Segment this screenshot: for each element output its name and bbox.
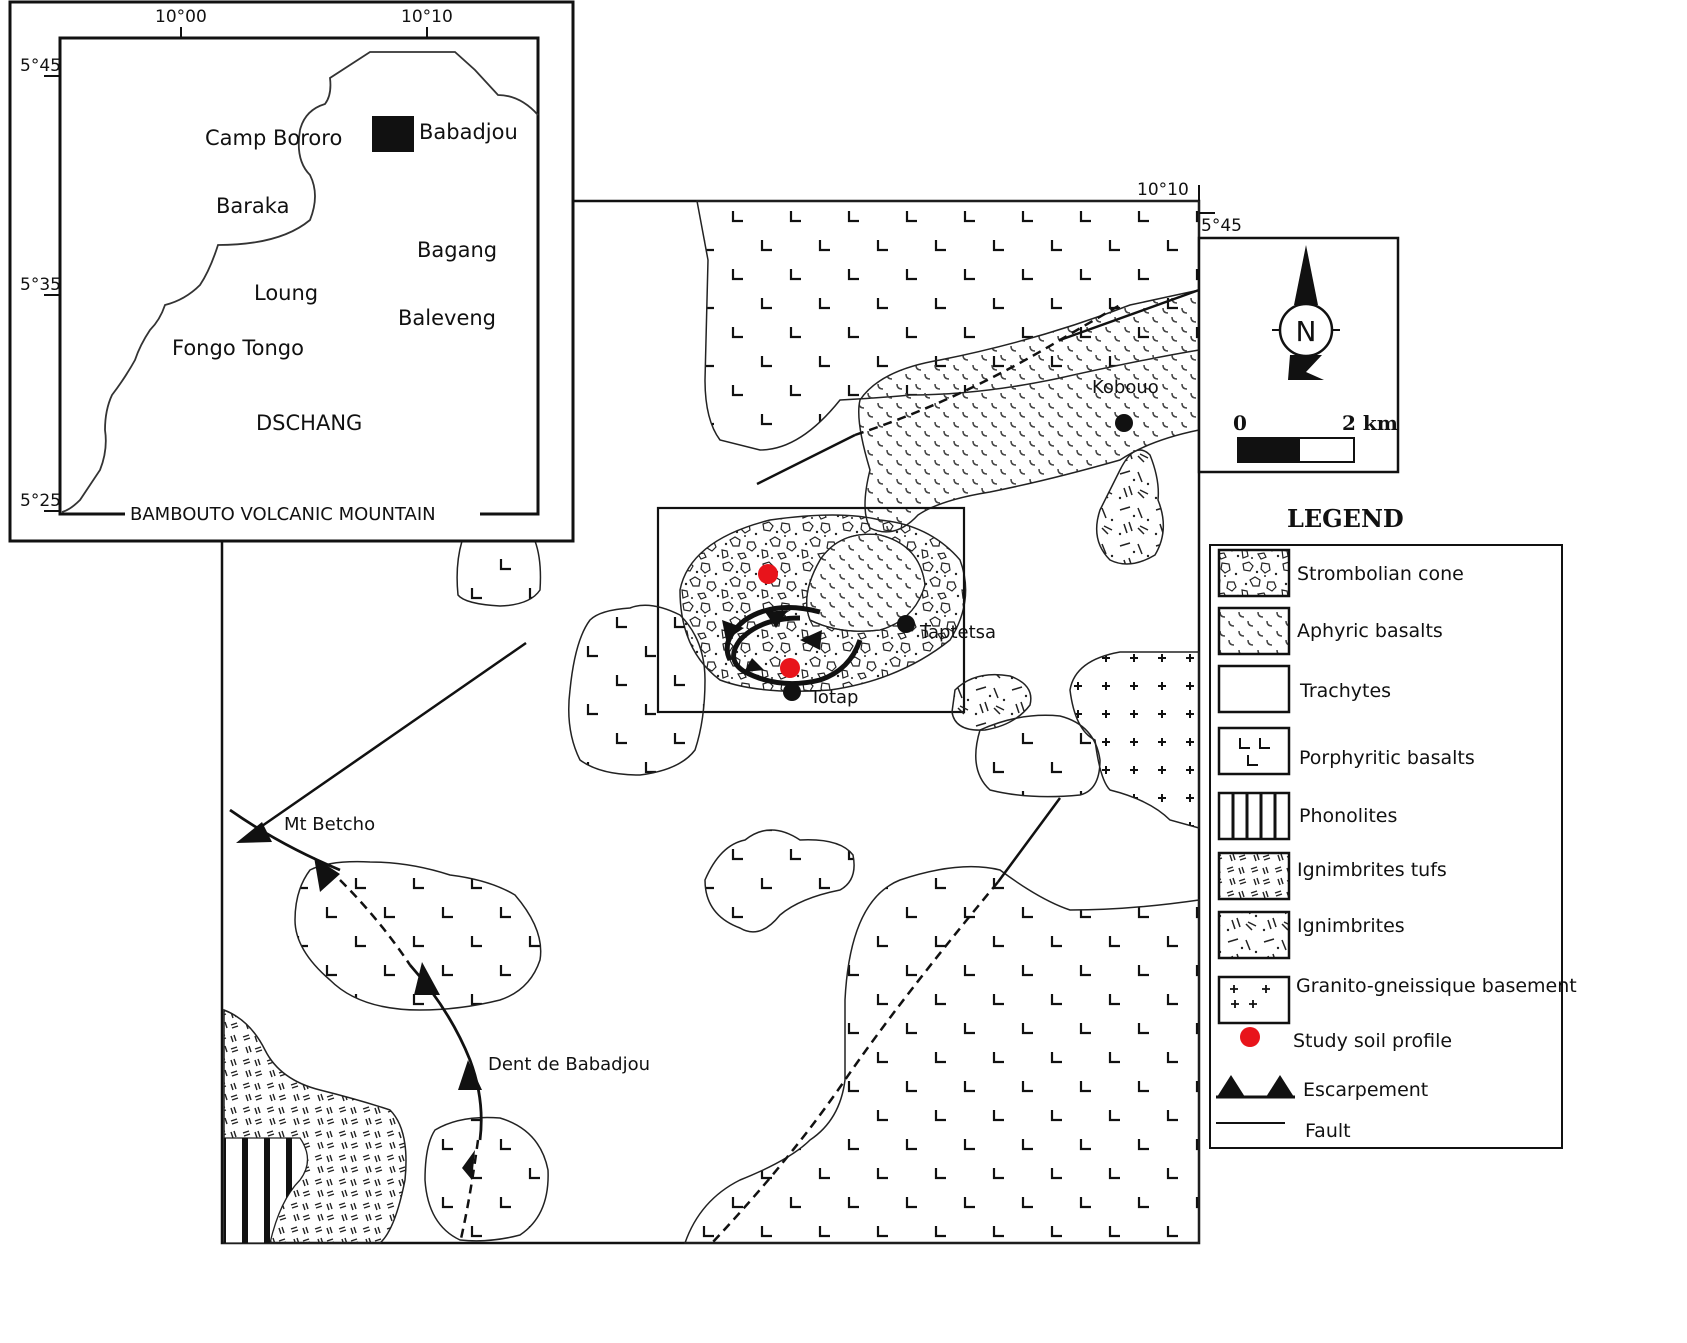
inset-lat-tick: 5°35 xyxy=(20,275,61,295)
unit-granito-gneissique xyxy=(1069,651,1200,829)
label-kobouo: Kobouo xyxy=(1092,377,1159,398)
legend-label: Granito-gneissique basement xyxy=(1296,975,1577,997)
legend-item: Escarpement xyxy=(1216,1075,1428,1101)
totap-marker xyxy=(783,683,801,701)
inferred-fault xyxy=(458,1139,480,1244)
study-soil-profile xyxy=(758,564,778,584)
unit-porphyritic-basalt xyxy=(568,604,706,776)
legend-label: Porphyritic basalts xyxy=(1299,747,1475,769)
label-loung: Loung xyxy=(254,281,318,305)
legend-label: Fault xyxy=(1305,1120,1351,1142)
legend-label: Strombolian cone xyxy=(1297,563,1464,585)
north-scale-panel: N 0 2 km xyxy=(1197,236,1400,474)
inferred-fault xyxy=(854,303,1121,437)
study-soil-profile xyxy=(780,658,800,678)
fault-line xyxy=(996,797,1062,883)
unit-porphyritic-basalt xyxy=(683,865,1200,1244)
legend-item: Fault xyxy=(1216,1120,1351,1142)
legend-item: Ignimbrites tufs xyxy=(1217,851,1447,901)
legend: LEGEND Strombolian cone Aphyric basalts … xyxy=(1209,504,1577,1149)
legend-item: Strombolian cone xyxy=(1217,548,1464,598)
inset-title: BAMBOUTO VOLCANIC MOUNTAIN xyxy=(130,504,436,525)
north-arrow-icon: N xyxy=(1272,245,1340,380)
inset-lon-tick: 10°00 xyxy=(155,7,207,27)
inferred-fault xyxy=(339,879,412,966)
fault-line xyxy=(1059,288,1200,342)
north-label: N xyxy=(1296,315,1317,348)
legend-label: Study soil profile xyxy=(1293,1030,1452,1052)
fault-line xyxy=(756,433,856,486)
label-camp-bororo: Camp Bororo xyxy=(205,126,342,150)
escarpment xyxy=(229,605,863,1180)
legend-item: Study soil profile xyxy=(1240,1027,1452,1052)
inset-lat-tick: 5°45 xyxy=(20,56,61,76)
legend-item: Porphyritic basalts xyxy=(1217,726,1475,776)
kobouo-marker xyxy=(1115,414,1133,432)
legend-label: Escarpement xyxy=(1303,1079,1428,1101)
label-bagang: Bagang xyxy=(417,238,497,262)
babadjou-square-icon xyxy=(372,116,414,152)
legend-label: Trachytes xyxy=(1299,680,1391,702)
label-mt-betcho: Mt Betcho xyxy=(284,814,375,835)
label-fongo-tongo: Fongo Tongo xyxy=(172,336,304,360)
escarpment-triangle-icon xyxy=(1217,1075,1245,1097)
legend-item: Ignimbrites xyxy=(1217,910,1405,960)
inset-lon-tick: 10°10 xyxy=(401,7,453,27)
legend-label: Ignimbrites xyxy=(1297,915,1405,937)
label-totap: Totap xyxy=(809,687,858,708)
red-dot-icon xyxy=(1240,1027,1260,1047)
inset-boundary xyxy=(61,51,539,513)
label-dschang: DSCHANG xyxy=(256,411,362,435)
legend-item: Granito-gneissique basement xyxy=(1217,975,1577,1025)
scale-start-label: 0 xyxy=(1233,411,1247,435)
legend-item: Trachytes xyxy=(1217,664,1391,714)
unit-ignimbrite xyxy=(1095,449,1164,565)
legend-label: Aphyric basalts xyxy=(1297,620,1443,642)
main-latitude-label: 5°45 xyxy=(1201,216,1242,236)
unit-ignimbrite xyxy=(951,673,1032,731)
label-baraka: Baraka xyxy=(216,194,289,218)
taptetsa-marker xyxy=(897,615,915,633)
scale-end-label: 2 km xyxy=(1342,411,1398,435)
legend-item: Phonolites xyxy=(1217,791,1397,841)
inset-map: 10°00 10°10 5°45 5°35 5°25 Camp Bororo B… xyxy=(8,0,575,543)
legend-item: Aphyric basalts xyxy=(1217,606,1443,656)
main-longitude-label: 10°10 xyxy=(1137,180,1189,200)
label-dent-de-babadjou: Dent de Babadjou xyxy=(488,1054,650,1075)
legend-title: LEGEND xyxy=(1287,504,1404,533)
main-map: Kobouo Taptetsa Totap Mt Betcho Dent de … xyxy=(220,180,1242,1245)
legend-label: Ignimbrites tufs xyxy=(1297,859,1447,881)
label-taptetsa: Taptetsa xyxy=(919,622,996,643)
legend-label: Phonolites xyxy=(1299,805,1397,827)
escarpment-triangle-icon xyxy=(1266,1075,1294,1097)
label-baleveng: Baleveng xyxy=(398,306,496,330)
label-babadjou: Babadjou xyxy=(419,120,518,144)
inset-lat-tick: 5°25 xyxy=(20,491,61,511)
fault-line xyxy=(261,641,527,828)
